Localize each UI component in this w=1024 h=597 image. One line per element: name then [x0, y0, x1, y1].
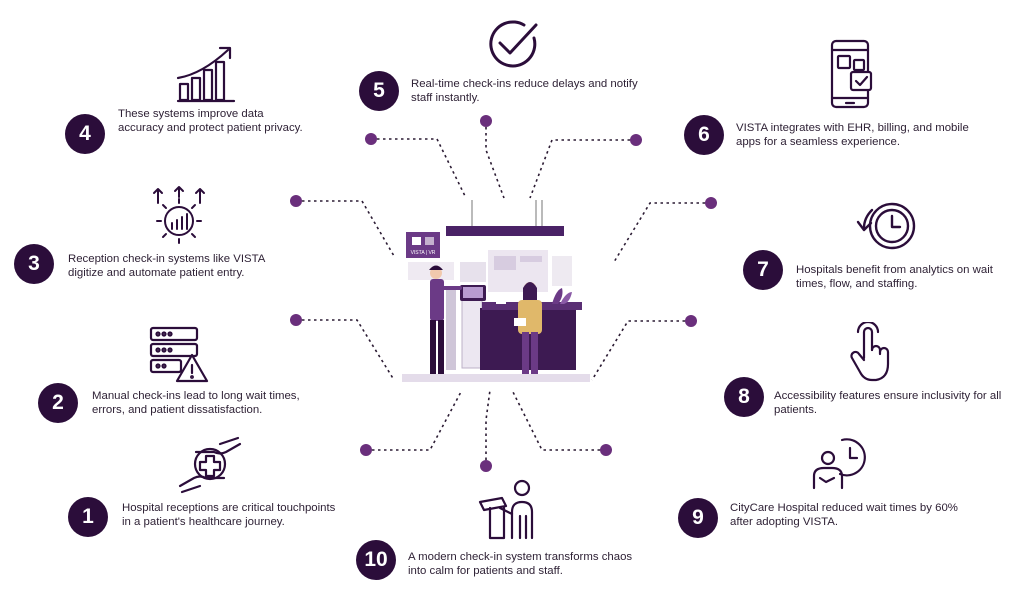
step-number-3: 3 — [14, 244, 54, 284]
reception-kiosk-illustration: VISTA | VR — [402, 196, 590, 389]
step-number-5: 5 — [359, 71, 399, 111]
step-text-2: Manual check-ins lead to long wait times… — [92, 390, 300, 416]
connector-dot — [290, 314, 302, 326]
sign-label: VISTA | VR — [411, 250, 436, 256]
connector-dot — [630, 134, 642, 146]
connector-dot — [685, 315, 697, 327]
connector-lower-right — [591, 320, 691, 381]
connector-top-mid — [485, 121, 505, 199]
server-warning-icon — [148, 325, 210, 385]
connector-dot — [480, 460, 492, 472]
step-number-4: 4 — [65, 114, 105, 154]
step-text-10: A modern check-in system transforms chao… — [408, 551, 633, 577]
clock-history-icon — [850, 196, 920, 256]
step-text-6: VISTA integrates with EHR, billing, and … — [736, 122, 969, 148]
step-text-7: Hospitals benefit from analytics on wait… — [796, 264, 993, 290]
connector-top-left — [371, 138, 467, 199]
connector-bottom-left — [366, 389, 463, 451]
step-text-8: Accessibility features ensure inclusivit… — [774, 390, 1002, 416]
connector-bottom-mid — [485, 389, 491, 466]
step-text-9: CityCare Hospital reduced wait times by … — [730, 502, 958, 528]
step-number-6: 6 — [684, 115, 724, 155]
step-text-4: These systems improve data accuracy and … — [118, 108, 303, 134]
connector-lower-left — [296, 319, 395, 381]
connector-dot — [360, 444, 372, 456]
step-number-9: 9 — [678, 498, 718, 538]
connector-dot — [290, 195, 302, 207]
step-number-8: 8 — [724, 377, 764, 417]
kiosk-user-icon — [478, 476, 542, 546]
care-hands-icon — [178, 432, 242, 498]
mobile-apps-icon — [829, 38, 875, 110]
step-number-2: 2 — [38, 383, 78, 423]
connector-bottom-right — [511, 389, 606, 451]
step-text-3: Reception check-in systems like VISTA di… — [68, 253, 265, 279]
connector-dot — [365, 133, 377, 145]
step-text-5: Real-time check-ins reduce delays and no… — [411, 78, 638, 104]
connector-dot — [480, 115, 492, 127]
connector-top-right — [529, 139, 636, 199]
automation-gear-icon — [150, 185, 208, 245]
connector-dot — [600, 444, 612, 456]
growth-chart-icon — [176, 44, 238, 104]
clock-person-icon — [812, 436, 868, 494]
step-number-7: 7 — [743, 250, 783, 290]
connector-upper-left — [296, 200, 395, 257]
connector-upper-right — [613, 202, 711, 263]
tap-hand-icon — [850, 322, 896, 384]
connector-dot — [705, 197, 717, 209]
step-number-10: 10 — [356, 540, 396, 580]
check-circle-icon — [484, 16, 542, 72]
step-number-1: 1 — [68, 497, 108, 537]
step-text-1: Hospital receptions are critical touchpo… — [122, 502, 336, 528]
